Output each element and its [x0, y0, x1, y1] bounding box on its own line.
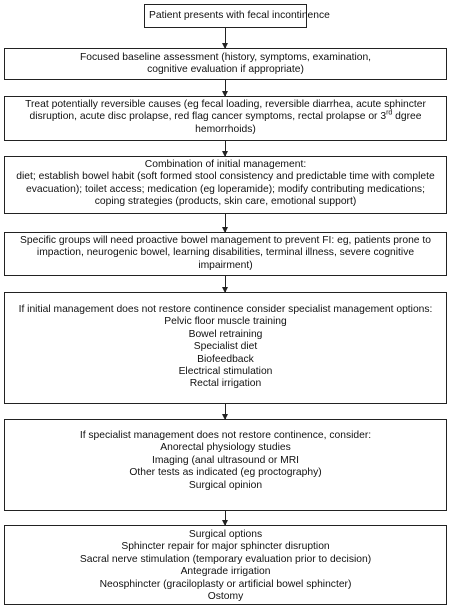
flow-box-text: dgree — [392, 111, 422, 123]
flow-box-text: impairment) — [198, 259, 253, 271]
flow-box-surgical-options: Surgical options Sphincter repair for ma… — [4, 525, 447, 605]
flow-box-text: Specific groups will need proactive bowe… — [20, 235, 431, 246]
flow-box-text: Neosphincter (graciloplasty or artificia… — [99, 578, 352, 590]
flow-box-text: diet; establish bowel habit (soft formed… — [16, 171, 435, 183]
flow-box-text: Biofeedback — [197, 353, 254, 365]
flow-box-text: Patient presents with fecal incontinence — [149, 10, 330, 21]
flow-box-superscript: rd — [386, 109, 393, 117]
flow-box-text: If initial management does not restore c… — [18, 304, 433, 315]
flow-box-text: Treat potentially reversible causes (eg … — [25, 99, 426, 110]
flow-box-text: Anorectal physiology studies — [160, 442, 291, 454]
flow-arrow — [222, 511, 228, 526]
flow-box-text: evacuation); toilet access; medication (… — [26, 183, 425, 195]
flow-box-text: disruption, acute disc prolapse, red fla… — [29, 111, 387, 123]
flow-arrow — [222, 214, 228, 233]
flow-box-text: Surgical opinion — [188, 479, 263, 491]
flow-box-text: coping strategies (products, skin care, … — [94, 196, 357, 208]
flow-box-text: Sphincter repair for major sphincter dis… — [121, 541, 330, 553]
flow-box-text: impaction, neurogenic bowel, learning di… — [36, 247, 415, 259]
flow-box-text: Other tests as indicated (eg proctograph… — [129, 467, 322, 479]
flow-box-text: Rectal irrigation — [189, 378, 262, 390]
flow-arrow — [222, 28, 228, 49]
flow-box-specialist-options: If initial management does not restore c… — [4, 292, 447, 404]
flow-box-text: Pelvic floor muscle training — [164, 316, 287, 328]
flow-box-text: Ostomy — [207, 591, 244, 603]
flow-box-initial-management: Combination of initial management: diet;… — [4, 156, 447, 214]
flow-box-text: Focused baseline assessment (history, sy… — [79, 52, 372, 63]
flow-box-text: Combination of initial management: — [144, 159, 307, 170]
flow-box-text: Surgical options — [188, 529, 263, 540]
flow-box-text: Antegrade irrigation — [180, 566, 271, 578]
flow-box-text: Bowel retraining — [188, 328, 263, 340]
flow-arrow — [222, 80, 228, 97]
flow-box-text: Specialist diet — [193, 341, 258, 353]
flow-arrow — [222, 141, 228, 157]
flow-arrow — [222, 276, 228, 293]
flow-box-baseline-assessment: Focused baseline assessment (history, sy… — [4, 48, 447, 80]
flow-arrow — [222, 404, 228, 420]
flow-box-text: Electrical stimulation — [178, 366, 273, 378]
flow-box-text: hemorrhoids) — [195, 123, 256, 135]
flow-box-text: Sacral nerve stimulation (temporary eval… — [79, 553, 372, 565]
flow-box-text: cognitive evaluation if appropriate) — [147, 64, 304, 76]
flow-box-reversible-causes: Treat potentially reversible causes (eg … — [4, 96, 447, 141]
flow-box-text: Imaging (anal ultrasound or MRI — [151, 454, 300, 466]
flow-box-further-investigation: If specialist management does not restor… — [4, 419, 447, 511]
flow-box-text: If specialist management does not restor… — [79, 430, 372, 441]
flow-box-patient-presents: Patient presents with fecal incontinence — [144, 4, 330, 28]
flow-box-proactive-management: Specific groups will need proactive bowe… — [4, 232, 447, 276]
flow-box-text-rich: disruption, acute disc prolapse, red fla… — [9, 109, 442, 123]
